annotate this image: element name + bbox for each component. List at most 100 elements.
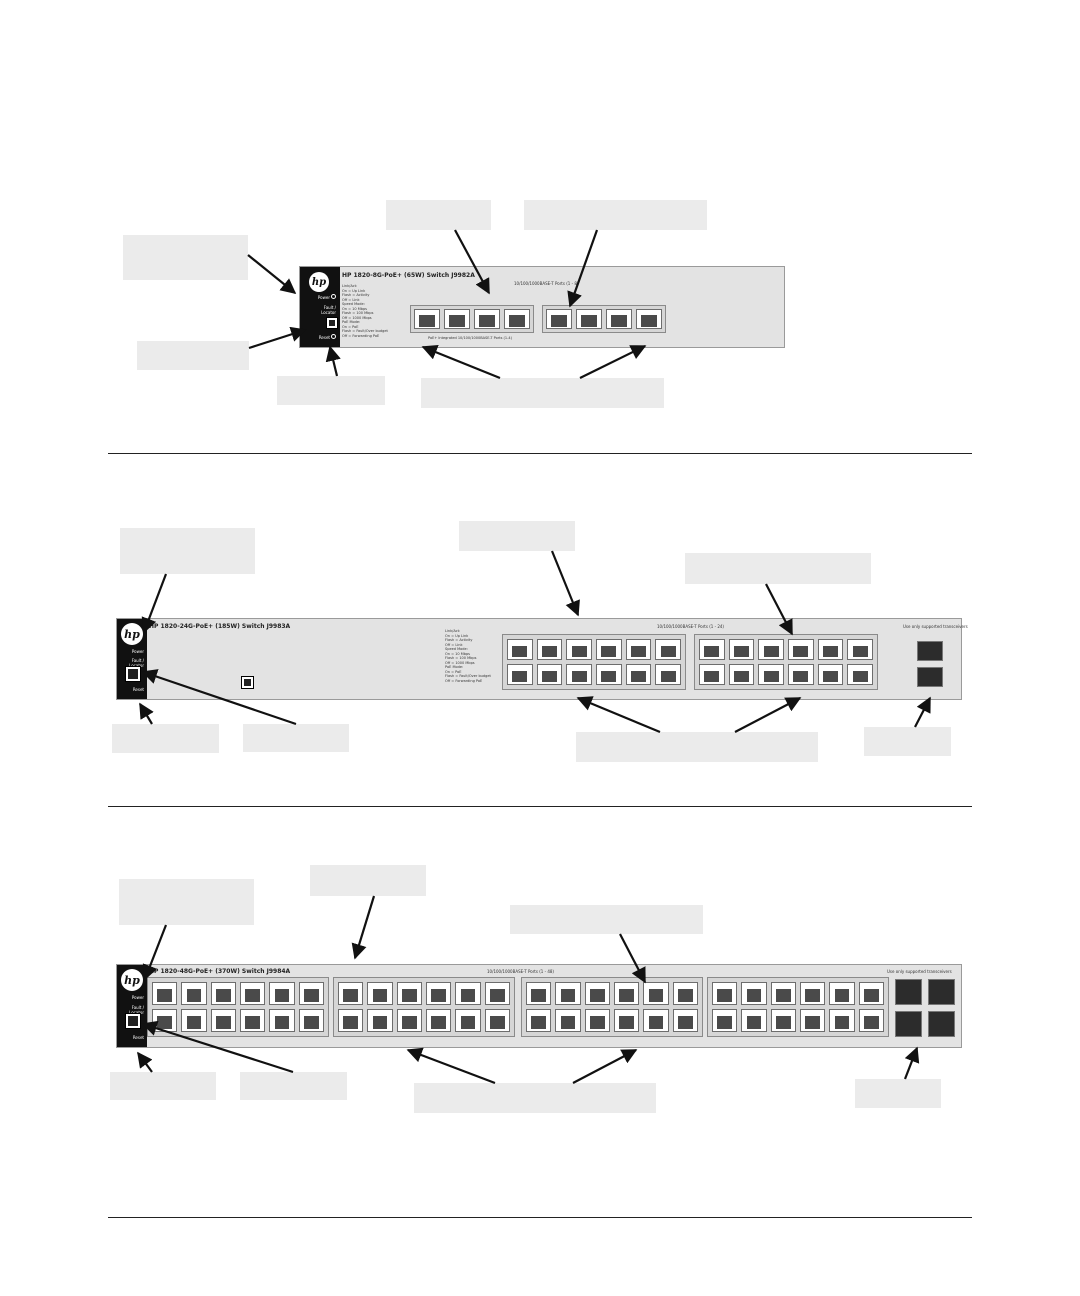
ethernet-port xyxy=(699,664,725,685)
ethernet-port xyxy=(643,1009,669,1032)
ethernet-port xyxy=(625,664,652,685)
ethernet-port xyxy=(455,982,481,1005)
legend-line: Flash = Fault/Over budget xyxy=(445,674,491,678)
arrow xyxy=(142,924,168,981)
ethernet-port xyxy=(728,639,755,660)
callout-box xyxy=(576,732,818,762)
port-group-13-24 xyxy=(694,634,878,690)
ethernet-port xyxy=(770,1009,796,1032)
callout-box xyxy=(386,200,491,230)
arrow xyxy=(903,1046,920,1080)
ethernet-port xyxy=(507,664,533,685)
ethernet-port xyxy=(712,982,738,1005)
callout-box xyxy=(277,376,385,405)
legend-line: Flash = 100 Mbps xyxy=(342,311,374,315)
port-group-37-48 xyxy=(707,977,889,1037)
ethernet-port xyxy=(741,982,767,1005)
reset-button-label: Reset xyxy=(302,334,336,340)
ethernet-port xyxy=(396,1009,422,1032)
callout-box xyxy=(459,521,575,551)
ethernet-port xyxy=(367,1009,393,1032)
ethernet-port xyxy=(655,639,681,660)
ethernet-port xyxy=(770,982,796,1005)
power-led-label: Power xyxy=(131,995,144,1000)
arrow xyxy=(576,696,661,734)
arrow xyxy=(247,254,297,294)
console-port xyxy=(326,317,338,329)
ethernet-port xyxy=(181,1009,207,1032)
ethernet-port xyxy=(546,309,572,329)
legend-line: Flash = Activity xyxy=(445,638,473,642)
model-label: HP 1820-24G-PoE+ (185W) Switch J9983A xyxy=(149,623,291,630)
callout-box xyxy=(685,553,871,584)
section-divider xyxy=(108,806,972,807)
legend-line: On = 10 Mbps xyxy=(342,306,367,311)
sfp-slot xyxy=(895,1011,922,1037)
sfp-slots xyxy=(895,979,955,1037)
arrow xyxy=(141,1020,294,1074)
legend-line: On = PoE xyxy=(342,324,359,329)
port-group-5-8 xyxy=(542,305,666,333)
ethernet-port xyxy=(741,1009,767,1032)
ethernet-port xyxy=(595,639,622,660)
ethernet-port xyxy=(606,309,632,329)
arrow xyxy=(765,583,793,636)
ethernet-port xyxy=(269,982,295,1005)
callout-box xyxy=(243,724,349,752)
legend-line: Flash = Activity xyxy=(342,293,370,297)
ethernet-port xyxy=(566,639,592,660)
sfp-note: Use only supported transceivers xyxy=(903,624,968,629)
legend-line: Speed Mode: xyxy=(445,647,468,651)
ethernet-port xyxy=(614,1009,640,1032)
ethernet-port xyxy=(181,982,207,1005)
ethernet-port xyxy=(787,664,814,685)
ethernet-port xyxy=(636,309,662,329)
ethernet-port xyxy=(240,982,266,1005)
ethernet-port xyxy=(484,982,510,1005)
model-label: HP 1820-8G-PoE+ (65W) Switch J9982A xyxy=(342,272,475,279)
ethernet-port xyxy=(555,1009,581,1032)
sfp-slot xyxy=(928,1011,955,1037)
fault-locator-led-label: Fault /Locator xyxy=(129,658,144,668)
ethernet-port xyxy=(847,639,873,660)
arrow xyxy=(454,229,490,295)
ethernet-port xyxy=(298,982,324,1005)
legend-line: On = Up Link xyxy=(445,633,469,638)
sfp-slot xyxy=(917,667,943,687)
arrow xyxy=(550,550,580,617)
legend-line: Flash = 100 Mbps xyxy=(445,656,477,660)
section-divider xyxy=(108,453,972,454)
ethernet-port xyxy=(338,982,364,1005)
ethernet-port xyxy=(536,639,563,660)
ports-header-label: 10/100/1000BASE-T Ports (1 - 24) xyxy=(657,624,724,629)
callout-box xyxy=(120,528,255,574)
legend-line: Link/Act: xyxy=(342,284,358,288)
arrow xyxy=(141,573,168,634)
ethernet-port xyxy=(555,982,581,1005)
ethernet-port xyxy=(298,1009,324,1032)
sfp-slot xyxy=(917,641,943,661)
switch-chassis: hp Power Fault /Locator Reset HP 1820-24… xyxy=(116,618,968,700)
arrow xyxy=(579,345,647,379)
callout-box xyxy=(123,235,248,280)
ethernet-port xyxy=(614,982,640,1005)
legend-line: Off = Forwarding PoE xyxy=(342,333,380,338)
legend-line: Off = Link xyxy=(342,297,360,302)
ethernet-port xyxy=(858,982,884,1005)
arrow xyxy=(572,1049,638,1084)
ethernet-port xyxy=(444,309,470,329)
console-port xyxy=(125,1013,141,1029)
arrow xyxy=(139,702,154,725)
hp-logo: hp xyxy=(309,272,329,292)
ethernet-port xyxy=(426,982,452,1005)
ethernet-port xyxy=(672,982,698,1005)
switch-chassis: hp Power Fault /Locator Reset HP 1820-8G… xyxy=(299,266,785,348)
ethernet-port xyxy=(504,309,530,329)
hp-logo: hp xyxy=(121,623,143,645)
callout-box xyxy=(112,724,219,753)
console-port xyxy=(125,666,141,682)
ethernet-port xyxy=(269,1009,295,1032)
arrow xyxy=(619,933,646,984)
arrow xyxy=(141,669,297,726)
